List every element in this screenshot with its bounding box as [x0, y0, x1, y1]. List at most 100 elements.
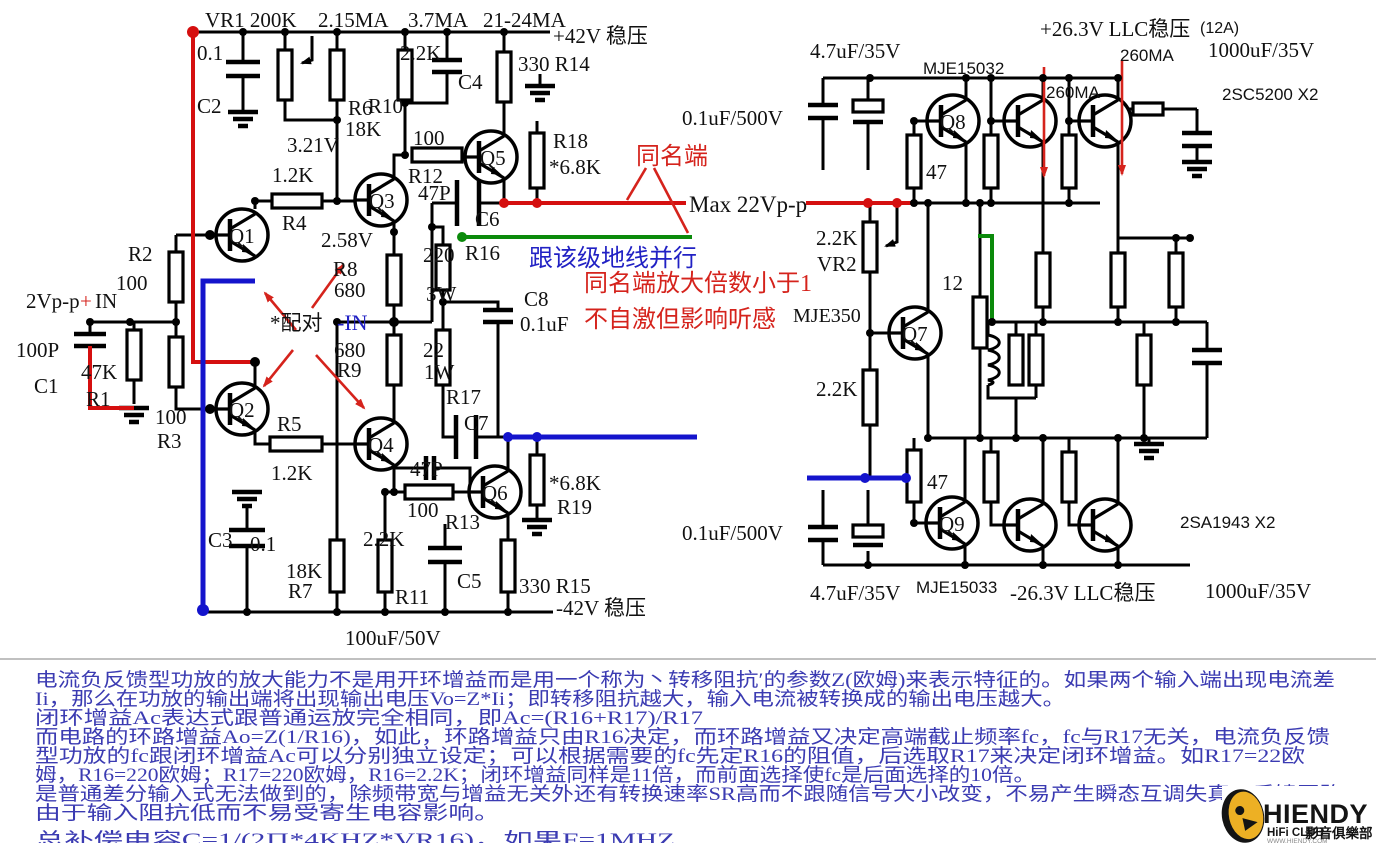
schematic-label: MJE15033 [916, 578, 997, 597]
schematic-label: 4.7uF/35V [810, 581, 900, 605]
logo-site-text: WWW.HIENDY.COM [1267, 838, 1328, 843]
schematic-label: IN [95, 289, 117, 313]
schematic-label: Q6 [482, 481, 508, 505]
body-text-layer: 电流负反馈型功放的放大能力不是用开环增益而是用一个称为丶转移阻抗′的参数Z(欧姆… [35, 669, 1342, 843]
schematic-label: C4 [458, 70, 483, 94]
wires-right-stage [821, 76, 1209, 567]
body-text-line: Ii，那么在功放的输出端将出现输出电压Vo=Z*Ii；即转移阻抗越大，输入电流被… [35, 688, 1065, 710]
schematic-label: R17 [446, 385, 481, 409]
schematic-label: R4 [282, 211, 307, 235]
schematic-label: 3.21V [287, 133, 339, 157]
schematic-label: 1W [424, 360, 455, 384]
schematic-label: Q8 [940, 110, 966, 134]
schematic-label: 0.1uF/500V [682, 106, 783, 130]
schematic-label: R19 [557, 495, 592, 519]
schematic-label: R6 [348, 96, 373, 120]
resistor-symbols [125, 48, 1185, 594]
schematic-label: 2.2K [363, 527, 404, 551]
schematic-label: 260MA [1120, 46, 1175, 65]
colored-junction-dots [187, 26, 911, 616]
schematic-label: MJE15032 [923, 59, 1004, 78]
junction-dots [86, 28, 1194, 616]
schematic-label: 1.2K [271, 461, 312, 485]
schematic-label: +42V 稳压 [553, 24, 648, 48]
schematic-label: 0.1 [250, 532, 276, 556]
schematic-label: 47 [927, 470, 948, 494]
schematic-label: R11 [395, 585, 429, 609]
schematic-label: 100P [16, 338, 59, 362]
schematic-label: R5 [277, 412, 302, 436]
schematic-label: R8 [333, 257, 358, 281]
schematic-label: Q7 [902, 322, 928, 346]
schematic-label: 22 [423, 338, 444, 362]
schematic-label: +26.3V LLC稳压 [1040, 17, 1190, 41]
schematic-label: VR1 200K [205, 8, 297, 32]
transistor-output-pnp-2 [1079, 499, 1131, 551]
schematic-label: 1.2K [272, 163, 313, 187]
schematic-label: 47K [81, 360, 117, 384]
schematic-label: -26.3V LLC稳压 [1010, 581, 1155, 605]
schematic-label: Q4 [368, 433, 394, 457]
schematic-label: 680 [334, 338, 366, 362]
schematic-label: C6 [475, 207, 500, 231]
schematic-label: VR2 [817, 252, 857, 276]
potentiometer-vr2 [861, 220, 879, 274]
body-text-line: 姆，R16=220欧姆；R17=220欧姆，R16=2.2K；闭环增益同样是11… [35, 764, 1035, 786]
schematic-label: *配对 [270, 311, 323, 335]
body-text-line: 是普通差分输入式无法做到的，除频带宽与增益无关外还有转换速率SR高而不跟随信号大… [35, 783, 1342, 805]
schematic-label: Max 22Vp-p [689, 192, 807, 217]
blue-wire-left [200, 278, 255, 610]
schematic-label: 47 [926, 160, 947, 184]
schematic-label: C2 [197, 94, 222, 118]
schematic-label: 3.7MA [408, 8, 469, 32]
body-text-line: 电流负反馈型功放的放大能力不是用开环增益而是用一个称为丶转移阻抗′的参数Z(欧姆… [35, 669, 1335, 691]
schematic-label: + [80, 289, 92, 313]
schematic-label: Q2 [229, 398, 255, 422]
schematic-label: 同名端放大倍数小于1 [584, 270, 812, 297]
body-text-line: 闭环增益Ac表达式跟普通运放完全相同，即Ac=(R16+R17)/R17 [35, 707, 703, 729]
schematic-label: 2SA1943 X2 [1180, 513, 1275, 532]
schematic-label: 12 [942, 271, 963, 295]
transistor-output-npn-1 [1004, 95, 1056, 147]
schematic-label: 0.1uF [520, 312, 568, 336]
schematic-label: *6.8K [549, 155, 601, 179]
schematic-label: 680 [334, 278, 366, 302]
schematic-label: R9 [337, 358, 362, 382]
red-annotation-arrows [262, 60, 1126, 410]
schematic-label: 2.58V [321, 228, 373, 252]
schematic-label: C5 [457, 569, 482, 593]
schematic-label: -42V 稳压 [556, 596, 646, 620]
schematic-label: Q1 [229, 224, 255, 248]
body-text-line: 而电路的环路增益Ao=Z(1/R16)，如此，环路增益只由R16决定，而环路增益… [35, 726, 1330, 748]
schematic-label: R12 [408, 164, 443, 188]
schematic-label: R16 [465, 241, 500, 265]
schematic-label: R2 [128, 242, 153, 266]
schematic-label: 18K [345, 117, 381, 141]
schematic-label: -IN [337, 310, 368, 335]
schematic-label: R10 [368, 94, 403, 118]
schematic-label: 100 [155, 405, 187, 429]
schematic-label: 100 [116, 271, 148, 295]
schematic-label: Q5 [480, 146, 506, 170]
schematic-label: 21-24MA [483, 8, 567, 32]
schematic-label: 47P [418, 181, 451, 205]
schematic-label: Q3 [369, 189, 395, 213]
body-text-line: 总补偿电容C=1/(2∏*4KHZ*VR16)，如果F=1MHZ [35, 829, 675, 843]
green-ground-parallel-wire [462, 234, 994, 322]
hiendy-logo: HIENDY HiFi CLUB WWW.HIENDY.COM 影音俱樂部 [1221, 786, 1376, 843]
schematic-label: (12A) [1200, 20, 1239, 37]
colored-wires [88, 32, 994, 610]
schematic-label: 2.2K [400, 41, 441, 65]
schematic-label: R7 [288, 579, 313, 603]
schematic-label: 不自激但影响听感 [584, 306, 776, 333]
schematic-label: 330 R14 [518, 52, 590, 76]
schematic-label: 1000uF/35V [1208, 38, 1314, 62]
logo-cn-text: 影音俱樂部 [1305, 825, 1373, 841]
schematic-label: R18 [553, 129, 588, 153]
schematic-label: 2Vp-p [26, 289, 80, 313]
body-text-line: 型功放的fc跟闭环增益Ac可以分别独立设定；可以根据需要的fc先定R16的阻值，… [35, 745, 1305, 767]
schematic-label: 2SC5200 X2 [1222, 85, 1318, 104]
